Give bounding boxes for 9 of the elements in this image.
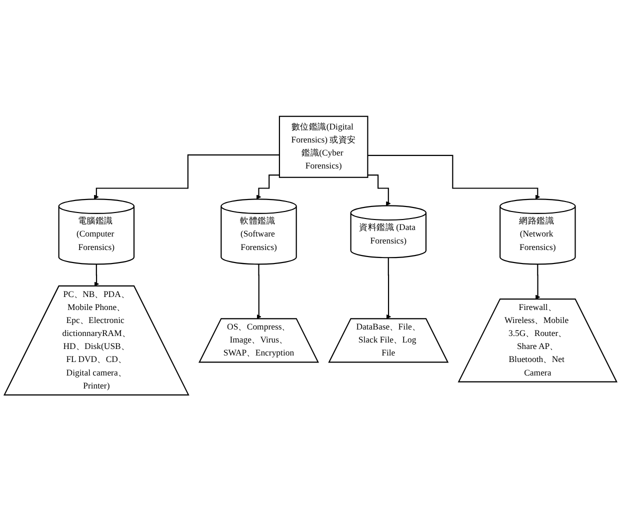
arrow (94, 154, 280, 200)
arrow (368, 174, 391, 206)
arrow (368, 155, 540, 200)
arrow (386, 257, 392, 320)
arrow (256, 174, 280, 200)
arrow (94, 264, 100, 287)
arrow (536, 264, 540, 300)
arrow (256, 264, 262, 320)
node-box: 數位鑑識(Digital Forensics) 或資安鑑識(Cyber Forensics) (278, 116, 368, 178)
